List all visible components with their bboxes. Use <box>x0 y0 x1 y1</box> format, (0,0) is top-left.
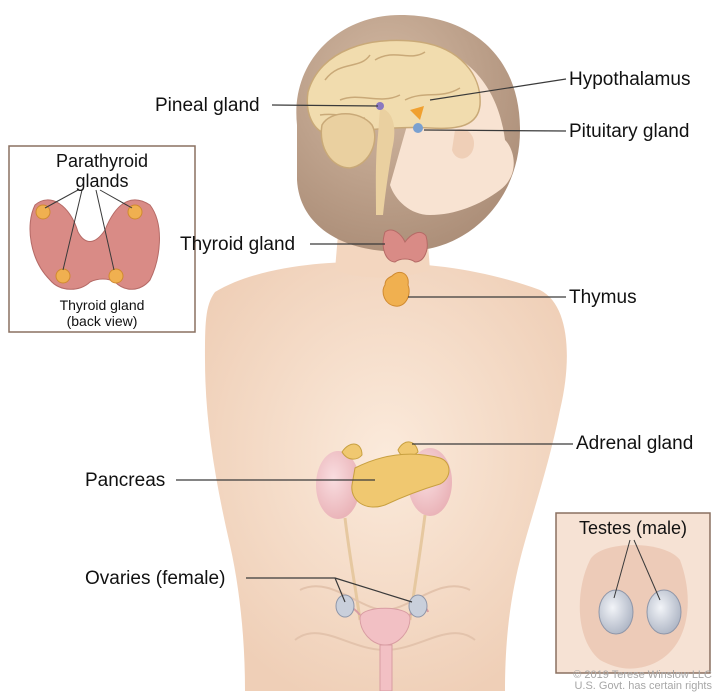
parathyroid-gland-lower-left <box>56 269 70 283</box>
label-pineal-gland: Pineal gland <box>155 96 260 115</box>
parathyroid-title-line1: Parathyroid <box>9 151 195 172</box>
testes-title: Testes (male) <box>556 518 710 539</box>
label-pancreas: Pancreas <box>85 471 165 490</box>
label-adrenal-gland: Adrenal gland <box>576 434 693 453</box>
label-thyroid-gland: Thyroid gland <box>180 235 295 254</box>
parathyroid-caption-line1: Thyroid gland <box>9 297 195 313</box>
left-ovary <box>336 595 354 617</box>
left-testis <box>599 590 633 634</box>
pituitary-gland-marker <box>413 123 423 133</box>
parathyroid-gland-upper-left <box>36 205 50 219</box>
right-ovary <box>409 595 427 617</box>
label-thymus: Thymus <box>569 288 637 307</box>
label-hypothalamus: Hypothalamus <box>569 70 690 89</box>
label-ovaries: Ovaries (female) <box>85 569 225 588</box>
parathyroid-gland-lower-right <box>109 269 123 283</box>
parathyroid-title-line2: glands <box>9 171 195 192</box>
label-pituitary-gland: Pituitary gland <box>569 122 689 141</box>
right-testis <box>647 590 681 634</box>
copyright-line2: U.S. Govt. has certain rights <box>574 680 712 692</box>
parathyroid-caption-line2: (back view) <box>9 313 195 329</box>
